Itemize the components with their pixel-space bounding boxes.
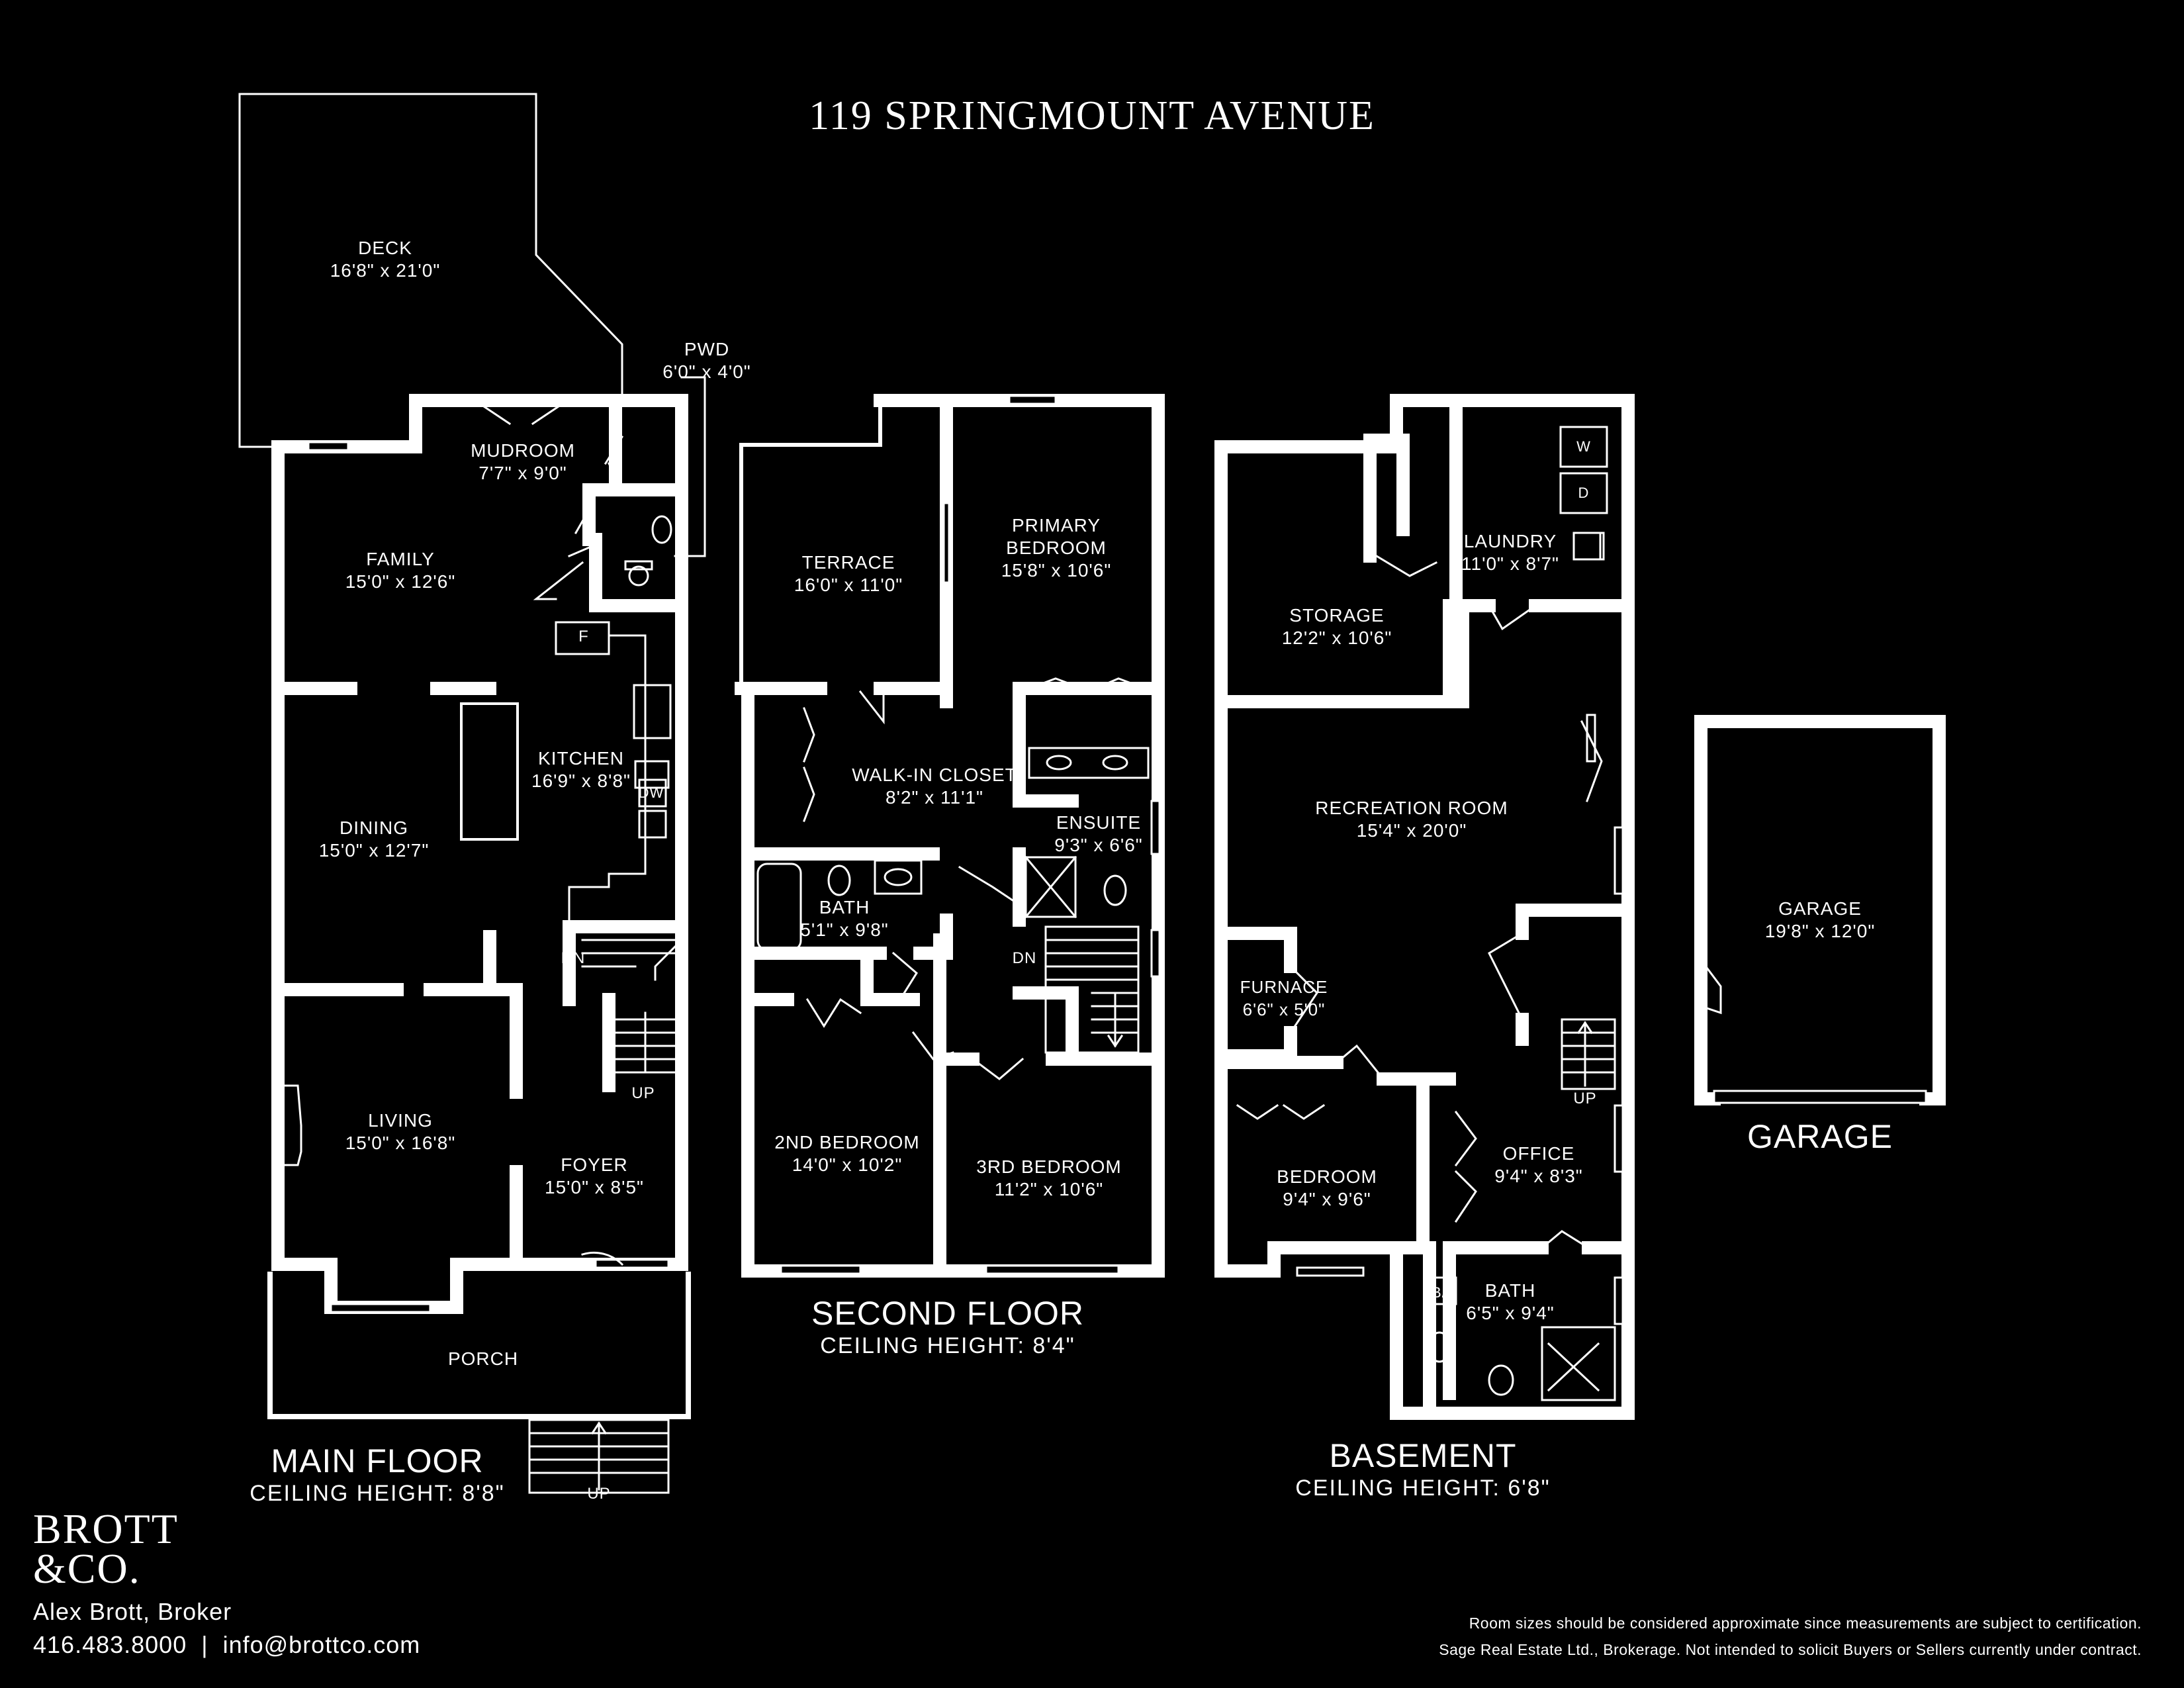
disclaimer-line-2: Sage Real Estate Ltd., Brokerage. Not in… [1439,1641,2142,1658]
washer-marker: W [1576,438,1591,455]
fridge-marker: F [578,628,589,645]
disclaimer-line-1: Room sizes should be considered approxim… [1469,1615,2142,1632]
basement-plan [1214,394,1635,1420]
pwd-leader [674,376,706,557]
disclaimer: Room sizes should be considered approxim… [1439,1610,2142,1663]
room-label-porch: PORCH [447,1348,519,1369]
porch-outline [267,1272,691,1419]
garage-plan [1694,715,1946,1105]
logo-line-2: &CO. [33,1545,141,1592]
deck-outline [238,93,623,448]
broker-name: Alex Brott, Broker [33,1598,232,1625]
dryer-marker: D [1578,485,1590,501]
stairs-up-marker-basement: UP [1573,1090,1597,1107]
main-floor-plan [238,93,706,1494]
second-floor-plan [735,394,1165,1278]
logo-line-1: BROTT [33,1505,179,1552]
dishwasher-marker: DW [638,784,664,801]
garage-wall [1694,715,1946,1105]
stairs-down-marker-second: DN [1012,949,1037,967]
built-in-marker: B/I [1432,1284,1451,1301]
stairs-up-marker-main: UP [631,1084,655,1102]
phone-email[interactable]: 416.483.8000 | info@brottco.com [33,1631,421,1658]
floor-caption-garage: GARAGE [1747,1118,1893,1155]
property-address-title: 119 SPRINGMOUNT AVENUE [809,93,1375,138]
stairs-down-marker-main: DN [561,949,586,967]
basement-exterior-wall [1214,394,1635,1420]
contact-info: Alex Brott, Broker 416.483.8000 | info@b… [33,1595,420,1662]
porch-steps-up-marker: UP [587,1485,611,1503]
brokerage-logo: BROTT &CO. [33,1505,179,1592]
